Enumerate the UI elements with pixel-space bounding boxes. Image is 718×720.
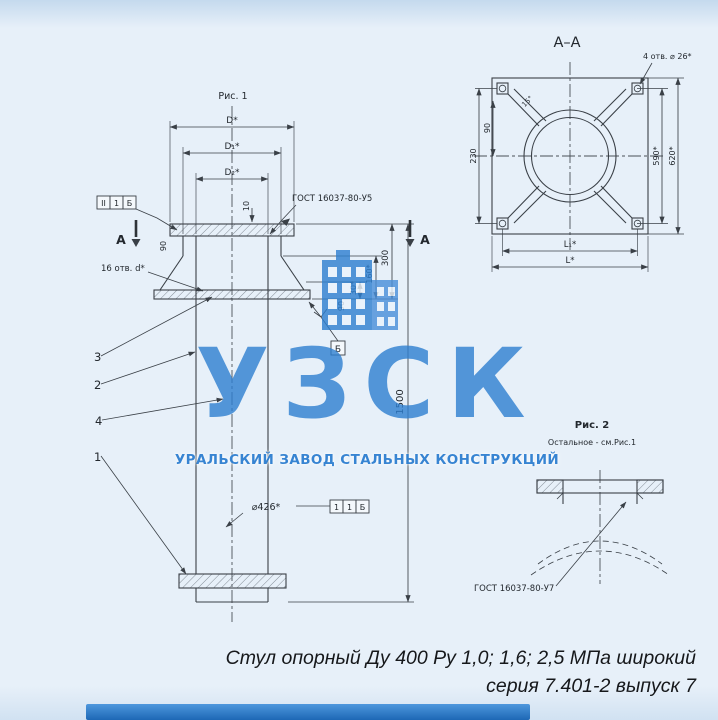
section-aa-view: А–А	[469, 35, 692, 272]
section-arrow-left-icon	[131, 239, 141, 247]
aa-dim-590: 590*	[652, 146, 661, 165]
top-flange-plate	[169, 223, 295, 237]
weld-flag-icon	[281, 218, 290, 226]
dim-160: 160*	[365, 264, 374, 283]
bottom-flange-plate	[178, 573, 287, 589]
dim-300: 300	[381, 250, 391, 266]
section-letter-right: А	[420, 232, 430, 247]
dim-1500: 1500	[395, 389, 406, 414]
aa-gusset-angle: 15°	[520, 94, 534, 108]
flag-top-cell-3: Б	[127, 199, 133, 208]
dim-90-left: 90	[159, 241, 168, 251]
weld-callout-u5: ГОСТ 16037-80-У5	[269, 194, 372, 235]
figure2-view: Рис. 2 Остальное - см.Рис.1 ГОСТ 16037-8…	[474, 420, 670, 594]
cone-right-edge	[280, 255, 305, 291]
weld-callout-u7: ГОСТ 16037-80-У7	[474, 501, 627, 594]
weld-flag-b: Б	[308, 301, 346, 356]
flag-mid-cell-1: 1	[334, 503, 339, 512]
flag-top-cell-2: 1	[114, 199, 119, 208]
base-ring-plate	[153, 289, 311, 300]
figure1-view: Рис. 1	[94, 91, 430, 622]
flag-top-cell-1: II	[101, 199, 106, 208]
aa-pipe-outer-circle	[523, 109, 617, 203]
weld-flag-mid: 1 1 Б	[296, 499, 370, 514]
cone-left-edge	[159, 255, 184, 291]
caption: Стул опорный Ду 400 Ру 1,0; 1,6; 2,5 МПа…	[226, 644, 696, 701]
dim-diameter-426: ⌀426*	[252, 502, 281, 513]
part-number-3: 3	[94, 350, 101, 364]
aa-pipe-inner-circle	[530, 116, 610, 196]
aa-dim-620: 620*	[668, 146, 677, 165]
dim-90-right: 90	[337, 301, 346, 311]
section-cut-marks: А А	[116, 220, 430, 247]
aa-dim-L: L*	[566, 256, 575, 266]
dim-426-leader	[225, 512, 244, 528]
aa-dim-90: 90	[483, 123, 492, 133]
section-arrow-right-icon	[405, 239, 415, 247]
dim-D2: D₂*	[224, 168, 240, 178]
aa-dim-L1: L₁*	[564, 240, 576, 250]
aa-holes-text: 4 отв. ⌀ 26*	[643, 52, 692, 61]
weld-note-u5: ГОСТ 16037-80-У5	[292, 194, 372, 204]
section-aa-title: А–А	[553, 35, 580, 51]
dim-D1: D₁*	[224, 142, 240, 152]
bolt-holes-note: 16 отв. d*	[101, 264, 204, 292]
part-number-4: 4	[95, 414, 102, 428]
holes-note-16: 16 отв. d*	[101, 264, 145, 274]
flag-mid-cell-2: 1	[347, 503, 352, 512]
aa-holes-note: 4 отв. ⌀ 26*	[639, 52, 692, 85]
caption-line1: Стул опорный Ду 400 Ру 1,0; 1,6; 2,5 МПа…	[225, 647, 696, 669]
figure1-dimensions: D* D₁* D₂* 10 90 1500 300 160* 30* 90 ⌀4…	[159, 116, 414, 603]
figure1-label: Рис. 1	[218, 91, 247, 102]
weld-note-u7: ГОСТ 16037-80-У7	[474, 584, 554, 594]
aa-dimensions: 230 90 590* 620* L₁* L*	[469, 77, 684, 272]
figure2-note: Остальное - см.Рис.1	[548, 438, 636, 447]
footer-bar	[86, 704, 530, 720]
pipe-surface-arc-2	[530, 550, 670, 576]
weld-flag-top: II 1 Б	[96, 195, 178, 231]
b-flag-letter: Б	[335, 345, 341, 355]
dim-30: 30*	[349, 281, 358, 295]
aa-dim-230: 230	[469, 148, 478, 163]
aa-gussets	[507, 88, 633, 224]
dim-D: D*	[226, 116, 238, 126]
figure2-detail-outline	[530, 479, 670, 576]
figure1-body-outline	[153, 223, 311, 603]
flag-mid-cell-3: Б	[360, 503, 366, 512]
caption-line2: серия 7.401-2 выпуск 7	[486, 675, 696, 698]
dim-10: 10	[242, 201, 251, 211]
figure2-label: Рис. 2	[575, 420, 610, 431]
section-letter-left: А	[116, 232, 126, 247]
part-number-1: 1	[94, 450, 101, 464]
part-number-2: 2	[94, 378, 101, 392]
part-callouts: 3 2 4 1	[94, 296, 224, 575]
